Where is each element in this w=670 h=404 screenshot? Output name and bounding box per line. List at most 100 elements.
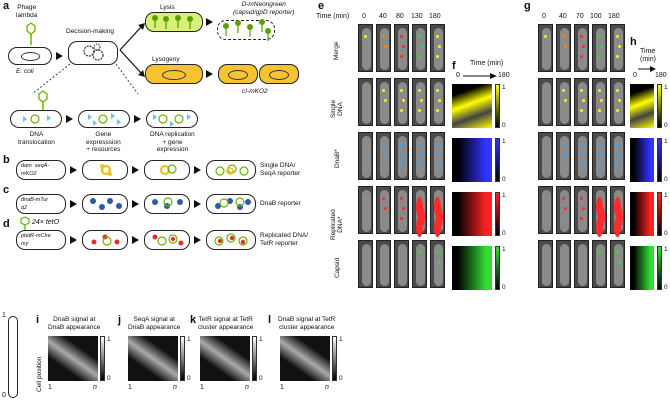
fluorescent-spot — [579, 143, 583, 146]
fluorescent-spot — [437, 261, 441, 264]
fluorescent-spot — [383, 207, 387, 210]
microscopy-tile — [358, 132, 373, 180]
microscopy-tile — [556, 186, 571, 234]
microscopy-tile — [574, 240, 589, 288]
fluorescent-spot — [419, 153, 423, 156]
colorbar — [657, 84, 662, 128]
bottom-i-title: DnaB signal at DnaB appearance — [48, 316, 101, 331]
fluorescent-spot — [435, 35, 439, 38]
colorbar-max: 1 — [502, 84, 506, 91]
row-label-single-dna: Single DNA — [330, 99, 344, 118]
fluorescent-spot — [417, 143, 421, 146]
fluorescent-spot — [597, 89, 601, 92]
kymograph — [630, 138, 654, 182]
microscopy-tile — [556, 240, 571, 288]
fluorescent-spot — [417, 55, 421, 58]
fluorescent-spot — [579, 89, 583, 92]
microscopy-tile — [556, 24, 571, 72]
microscopy-tile — [394, 24, 409, 72]
fluorescent-spot — [615, 163, 619, 166]
microscopy-tile — [430, 132, 445, 180]
lysis-cell — [145, 12, 203, 32]
fluorescent-spot — [615, 89, 619, 92]
panel-e-time-0: 0 — [362, 13, 366, 20]
fluorescent-spot — [399, 35, 403, 38]
fluorescent-spot — [399, 217, 403, 220]
microscopy-tile — [376, 240, 391, 288]
microscopy-tile — [592, 78, 607, 126]
row-label-capsid: Capsid — [334, 257, 341, 278]
phage-icon — [20, 216, 30, 230]
fluorescent-spot — [579, 197, 583, 200]
panel-g-time-1: 40 — [559, 13, 567, 20]
dnab-cell-2 — [144, 194, 190, 214]
panel-b-label: Single DNA/ SeqA reporter — [260, 162, 301, 177]
burst-cell — [217, 19, 275, 41]
fluorescent-spot — [581, 207, 585, 210]
fluorescent-spot — [399, 109, 403, 112]
kymograph — [630, 192, 654, 236]
panel-label-g: g — [524, 0, 531, 12]
arrow — [134, 115, 141, 123]
panel-h-time-start: 0 — [633, 72, 637, 79]
arrow — [194, 236, 201, 244]
lysogen-cell — [145, 64, 203, 84]
fluorescent-spot — [563, 153, 567, 156]
colorbar-max: 1 — [664, 192, 668, 199]
construct-b-cell: dam seqA- mKO2 — [16, 160, 66, 180]
fluorescent-spot — [381, 197, 385, 200]
microscopy-tile — [412, 24, 427, 72]
panel-label-l: l — [268, 314, 272, 326]
fluorescent-spot — [363, 35, 367, 38]
arrow — [194, 166, 201, 174]
fluorescent-spot — [613, 217, 621, 237]
fluorescent-spot — [581, 99, 585, 102]
fluorescent-spot — [561, 89, 565, 92]
panel-label-b: b — [3, 154, 10, 166]
arrow — [56, 52, 63, 60]
fluorescent-spot — [399, 163, 403, 166]
panel-f-time-start: 0 — [456, 72, 460, 79]
x-end: n — [245, 384, 249, 391]
colorbar-min: 0 — [259, 375, 263, 382]
fluorescent-spot — [543, 35, 547, 38]
tetr-cell-3 — [206, 230, 256, 250]
fluorescent-spot — [419, 45, 423, 48]
lysogen-daughter-2 — [259, 64, 299, 84]
panel-e-time-2: 80 — [396, 13, 404, 20]
kymograph — [452, 84, 492, 128]
microscopy-tile — [538, 186, 553, 234]
panel-label-c: c — [3, 184, 10, 196]
microscopy-tile — [592, 240, 607, 288]
panel-e-time-label: Time (min) — [316, 13, 350, 20]
colorbar — [495, 138, 500, 182]
microscopy-tile — [358, 24, 373, 72]
arrow — [206, 70, 213, 78]
cell-top-label: 1 — [2, 312, 6, 319]
dnab-cell-3 — [206, 194, 256, 214]
microscopy-tile — [610, 78, 625, 126]
x-start: 1 — [128, 384, 132, 391]
microscopy-tile — [358, 78, 373, 126]
fluorescent-spot — [599, 153, 603, 156]
fluorescent-spot — [561, 35, 565, 38]
lysis-label: Lysis — [160, 4, 175, 11]
colorbar-min: 0 — [107, 375, 111, 382]
tetr-cell-2 — [144, 230, 190, 250]
ecoli-cell — [8, 47, 52, 65]
construct-d-cell: ptetR-mChe my — [16, 230, 66, 250]
x-start: 1 — [200, 384, 204, 391]
fluorescent-spot — [615, 35, 619, 38]
microscopy-tile — [376, 132, 391, 180]
fluorescent-spot — [597, 163, 601, 166]
fluorescent-spot — [597, 143, 601, 146]
microscopy-tile — [412, 186, 427, 237]
fluorescent-spot — [383, 99, 387, 102]
arrow — [132, 200, 139, 208]
seqa-cell-1 — [82, 160, 128, 180]
microscopy-tile — [394, 186, 409, 234]
fluorescent-spot — [615, 55, 619, 58]
cell-bottom-label: 0 — [2, 392, 6, 399]
colorbar — [657, 192, 662, 236]
